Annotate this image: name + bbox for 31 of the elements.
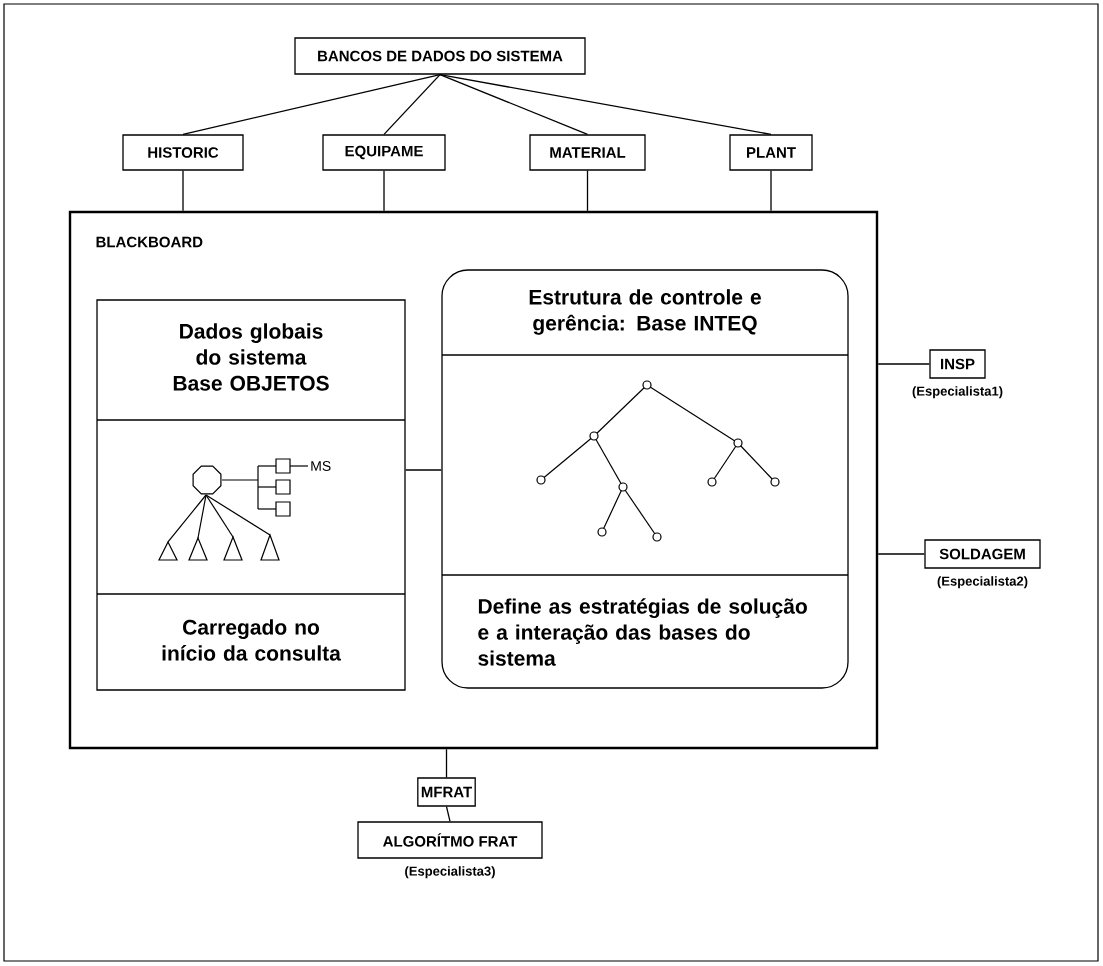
connector-line — [182, 74, 441, 135]
connector-line — [445, 748, 448, 778]
connector-line — [439, 74, 772, 135]
connector-line — [439, 74, 589, 135]
module-box: ALGORÍTMO FRAT — [357, 821, 543, 859]
module-box: INSP — [929, 349, 986, 379]
connector-line — [383, 74, 441, 135]
connector-line — [182, 170, 184, 212]
connector-line — [770, 170, 772, 212]
board-title: BLACKBOARD — [96, 236, 203, 248]
panel-text: Define as estratégias de solução e a interação das bases do sistema — [478, 598, 807, 666]
connector-line — [445, 806, 451, 822]
module-box: EQUIPAME — [322, 134, 446, 171]
module-box: MATERIAL — [529, 134, 646, 171]
module-box: MFRAT — [417, 777, 476, 807]
connector-line — [877, 363, 930, 365]
module-box: SOLDAGEM — [924, 539, 1041, 569]
panel-heading: Estrutura de controle e gerência: Base INTEQ — [529, 289, 761, 335]
module-box: PLANT — [729, 134, 813, 171]
connector-line — [405, 469, 442, 471]
panel-text: Carregado no início da consulta — [162, 619, 341, 661]
ms-label: MS — [311, 461, 331, 471]
caption-text: (Especialista1) — [912, 386, 1003, 399]
caption-text: (Especialista2) — [937, 576, 1028, 589]
module-box: HISTORIC — [122, 134, 244, 171]
connector-line — [586, 170, 589, 212]
panel-heading: Dados globais do sistema Base OBJETOS — [173, 323, 329, 391]
module-box: BANCOS DE DADOS DO SISTEMA — [294, 37, 586, 75]
connector-line — [383, 170, 385, 212]
caption-text: (Especialista3) — [405, 866, 495, 879]
connector-line — [877, 553, 925, 555]
